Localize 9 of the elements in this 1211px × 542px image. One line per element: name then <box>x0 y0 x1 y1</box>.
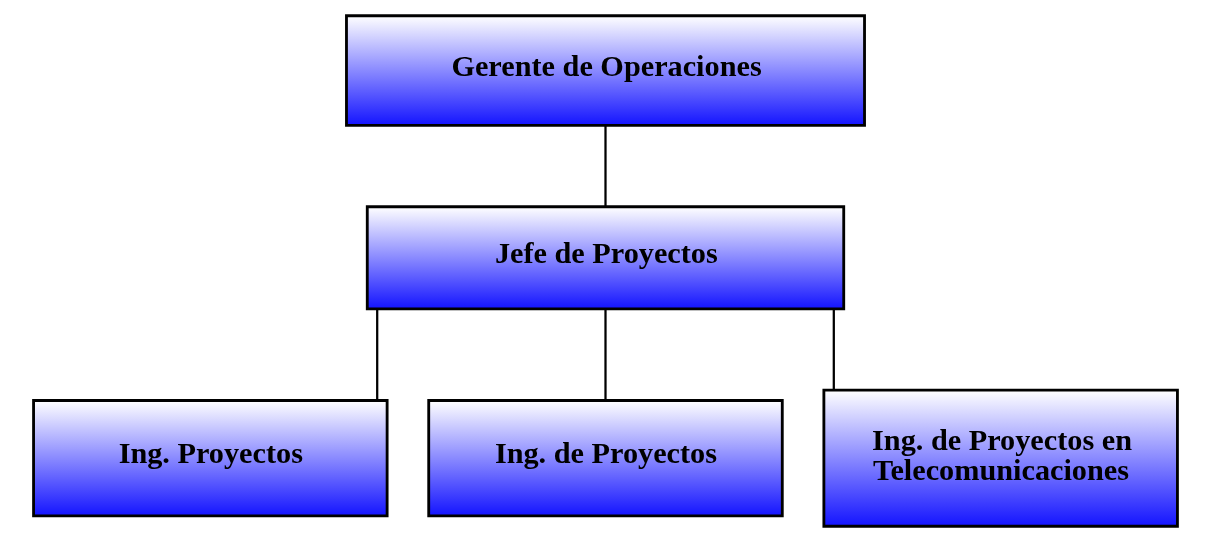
node-box: Ing. de Proyectos en Telecomunicaciones <box>822 388 1179 528</box>
connector <box>604 308 607 401</box>
node-box: Jefe de Proyectos <box>365 205 846 311</box>
connector <box>376 308 379 401</box>
node-box: Ing. Proyectos <box>32 399 389 518</box>
connector <box>832 308 835 390</box>
node-box: Gerente de Operaciones <box>345 14 866 127</box>
node-box: Ing. de Proyectos <box>427 399 784 518</box>
connector <box>604 125 607 207</box>
